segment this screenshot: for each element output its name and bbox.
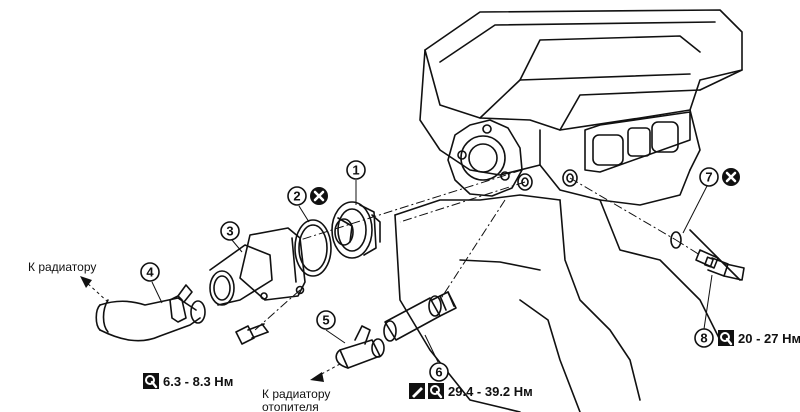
callout-4: 4 (140, 262, 160, 282)
callout-number: 8 (700, 331, 707, 346)
flow-arrows (85, 281, 341, 377)
callout-7: 7 (699, 167, 719, 187)
callout-8: 8 (694, 328, 714, 348)
callout-number: 6 (435, 365, 442, 380)
alignment-lines (254, 169, 701, 331)
heater-hose (335, 325, 385, 369)
sensor-torque-value: 20 - 27 Нм (738, 331, 800, 346)
callout-number: 2 (293, 189, 300, 204)
leader-lines (151, 180, 713, 363)
torque-wrench-icon (428, 383, 444, 399)
callout-number: 5 (322, 313, 329, 328)
callout-number: 4 (146, 265, 154, 280)
engine-block (394, 9, 743, 412)
callout-1: 1 (346, 160, 366, 180)
arrow-to-heater-icon (310, 372, 324, 382)
callout-2: 2 (287, 186, 307, 206)
torque-wrench-icon (143, 373, 159, 389)
water-outlet-housing (209, 227, 306, 306)
callout-6: 6 (429, 362, 449, 382)
callout-5: 5 (316, 310, 336, 330)
to-heater-label-line2: отопителя (262, 400, 319, 412)
callout-number: 1 (352, 163, 359, 178)
water-pipe (383, 291, 457, 342)
to-heater-label-line1: К радиатору (262, 387, 330, 401)
o-ring (670, 231, 682, 249)
gasket (294, 219, 332, 277)
bolt-torque-value: 6.3 - 8.3 Нм (163, 374, 233, 389)
water-pipe-torque-value: 29.4 - 39.2 Нм (448, 384, 533, 399)
sealant-icon (409, 383, 425, 399)
arrow-to-radiator-icon (80, 276, 92, 288)
callout-number: 7 (705, 170, 712, 185)
x-circle-icon (310, 187, 328, 205)
to-radiator-label: К радиатору (28, 260, 96, 274)
callout-number: 3 (226, 224, 233, 239)
temperature-sensor (695, 249, 745, 281)
x-circle-icon (722, 168, 740, 186)
radiator-hose (95, 284, 206, 342)
housing-bolt (235, 323, 269, 345)
thermostat (331, 201, 381, 259)
callout-3: 3 (220, 221, 240, 241)
torque-wrench-icon (718, 330, 734, 346)
